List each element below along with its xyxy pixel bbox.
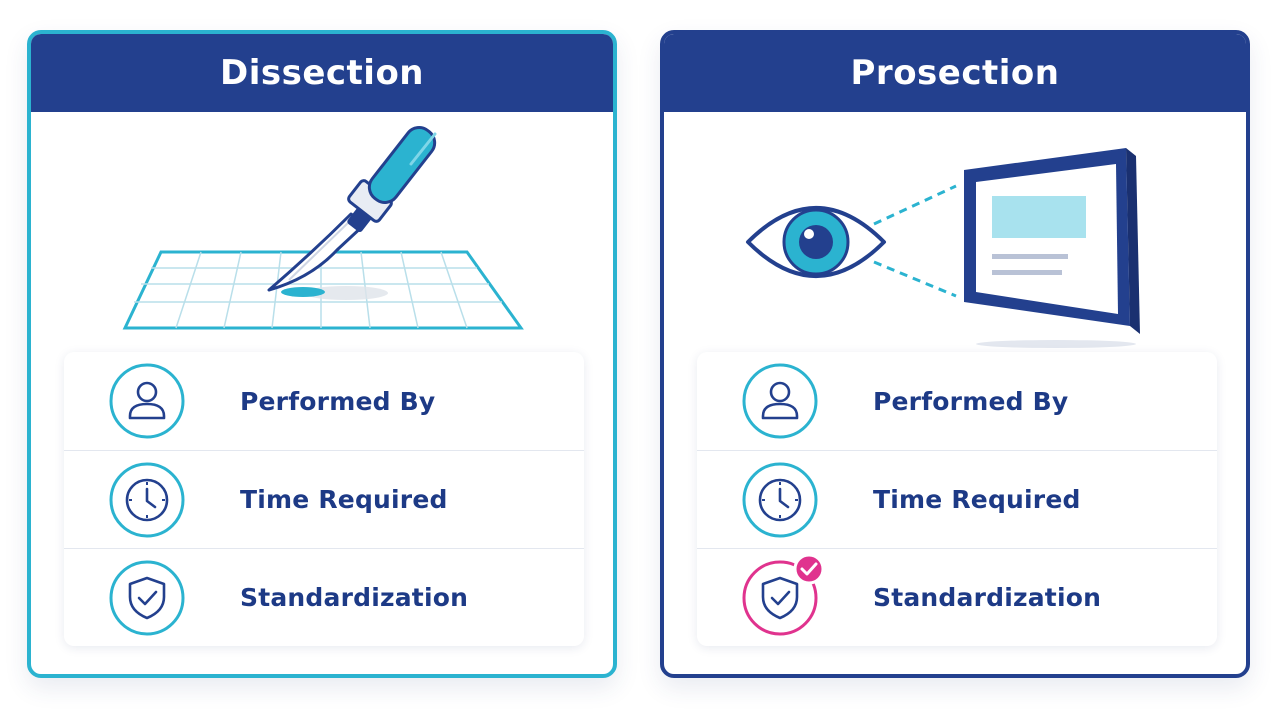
clock-icon xyxy=(109,462,185,537)
table-row: Time Required xyxy=(697,450,1217,548)
monitor-icon xyxy=(964,148,1140,348)
clock-icon xyxy=(742,462,818,537)
scalpel-icon xyxy=(267,126,437,292)
table-row: Standardization xyxy=(697,548,1217,646)
shield-check-icon xyxy=(109,560,185,635)
row-label-time-required: Time Required xyxy=(873,485,1081,514)
table-row: Time Required xyxy=(64,450,584,548)
eye-icon xyxy=(746,206,886,278)
scalpel-illustration xyxy=(122,126,524,330)
table-row: Performed By xyxy=(697,352,1217,450)
prosection-title: Prosection xyxy=(664,34,1246,112)
dissection-title: Dissection xyxy=(31,34,613,112)
check-badge-icon xyxy=(793,553,825,584)
table-row: Performed By xyxy=(64,352,584,450)
prosection-attribute-table: Performed By Time Required xyxy=(697,352,1217,646)
row-label-performed-by: Performed By xyxy=(240,386,436,416)
row-label-time-required: Time Required xyxy=(240,485,448,514)
table-row: Standardization xyxy=(64,548,584,646)
dissection-attribute-table: Performed By Time Required Standardizati… xyxy=(64,352,584,646)
prosection-card: Prosection xyxy=(660,30,1250,678)
shield-check-icon xyxy=(742,553,825,635)
sight-lines xyxy=(873,184,957,298)
person-icon xyxy=(742,363,818,439)
dissection-card: Dissection xyxy=(27,30,617,678)
row-label-standardization: Standardization xyxy=(240,583,469,612)
eye-monitor-illustration xyxy=(746,148,1140,348)
dissection-grid-icon xyxy=(122,250,524,330)
person-icon xyxy=(109,363,185,439)
row-label-performed-by: Performed By xyxy=(873,386,1069,416)
row-label-standardization: Standardization xyxy=(873,583,1102,612)
